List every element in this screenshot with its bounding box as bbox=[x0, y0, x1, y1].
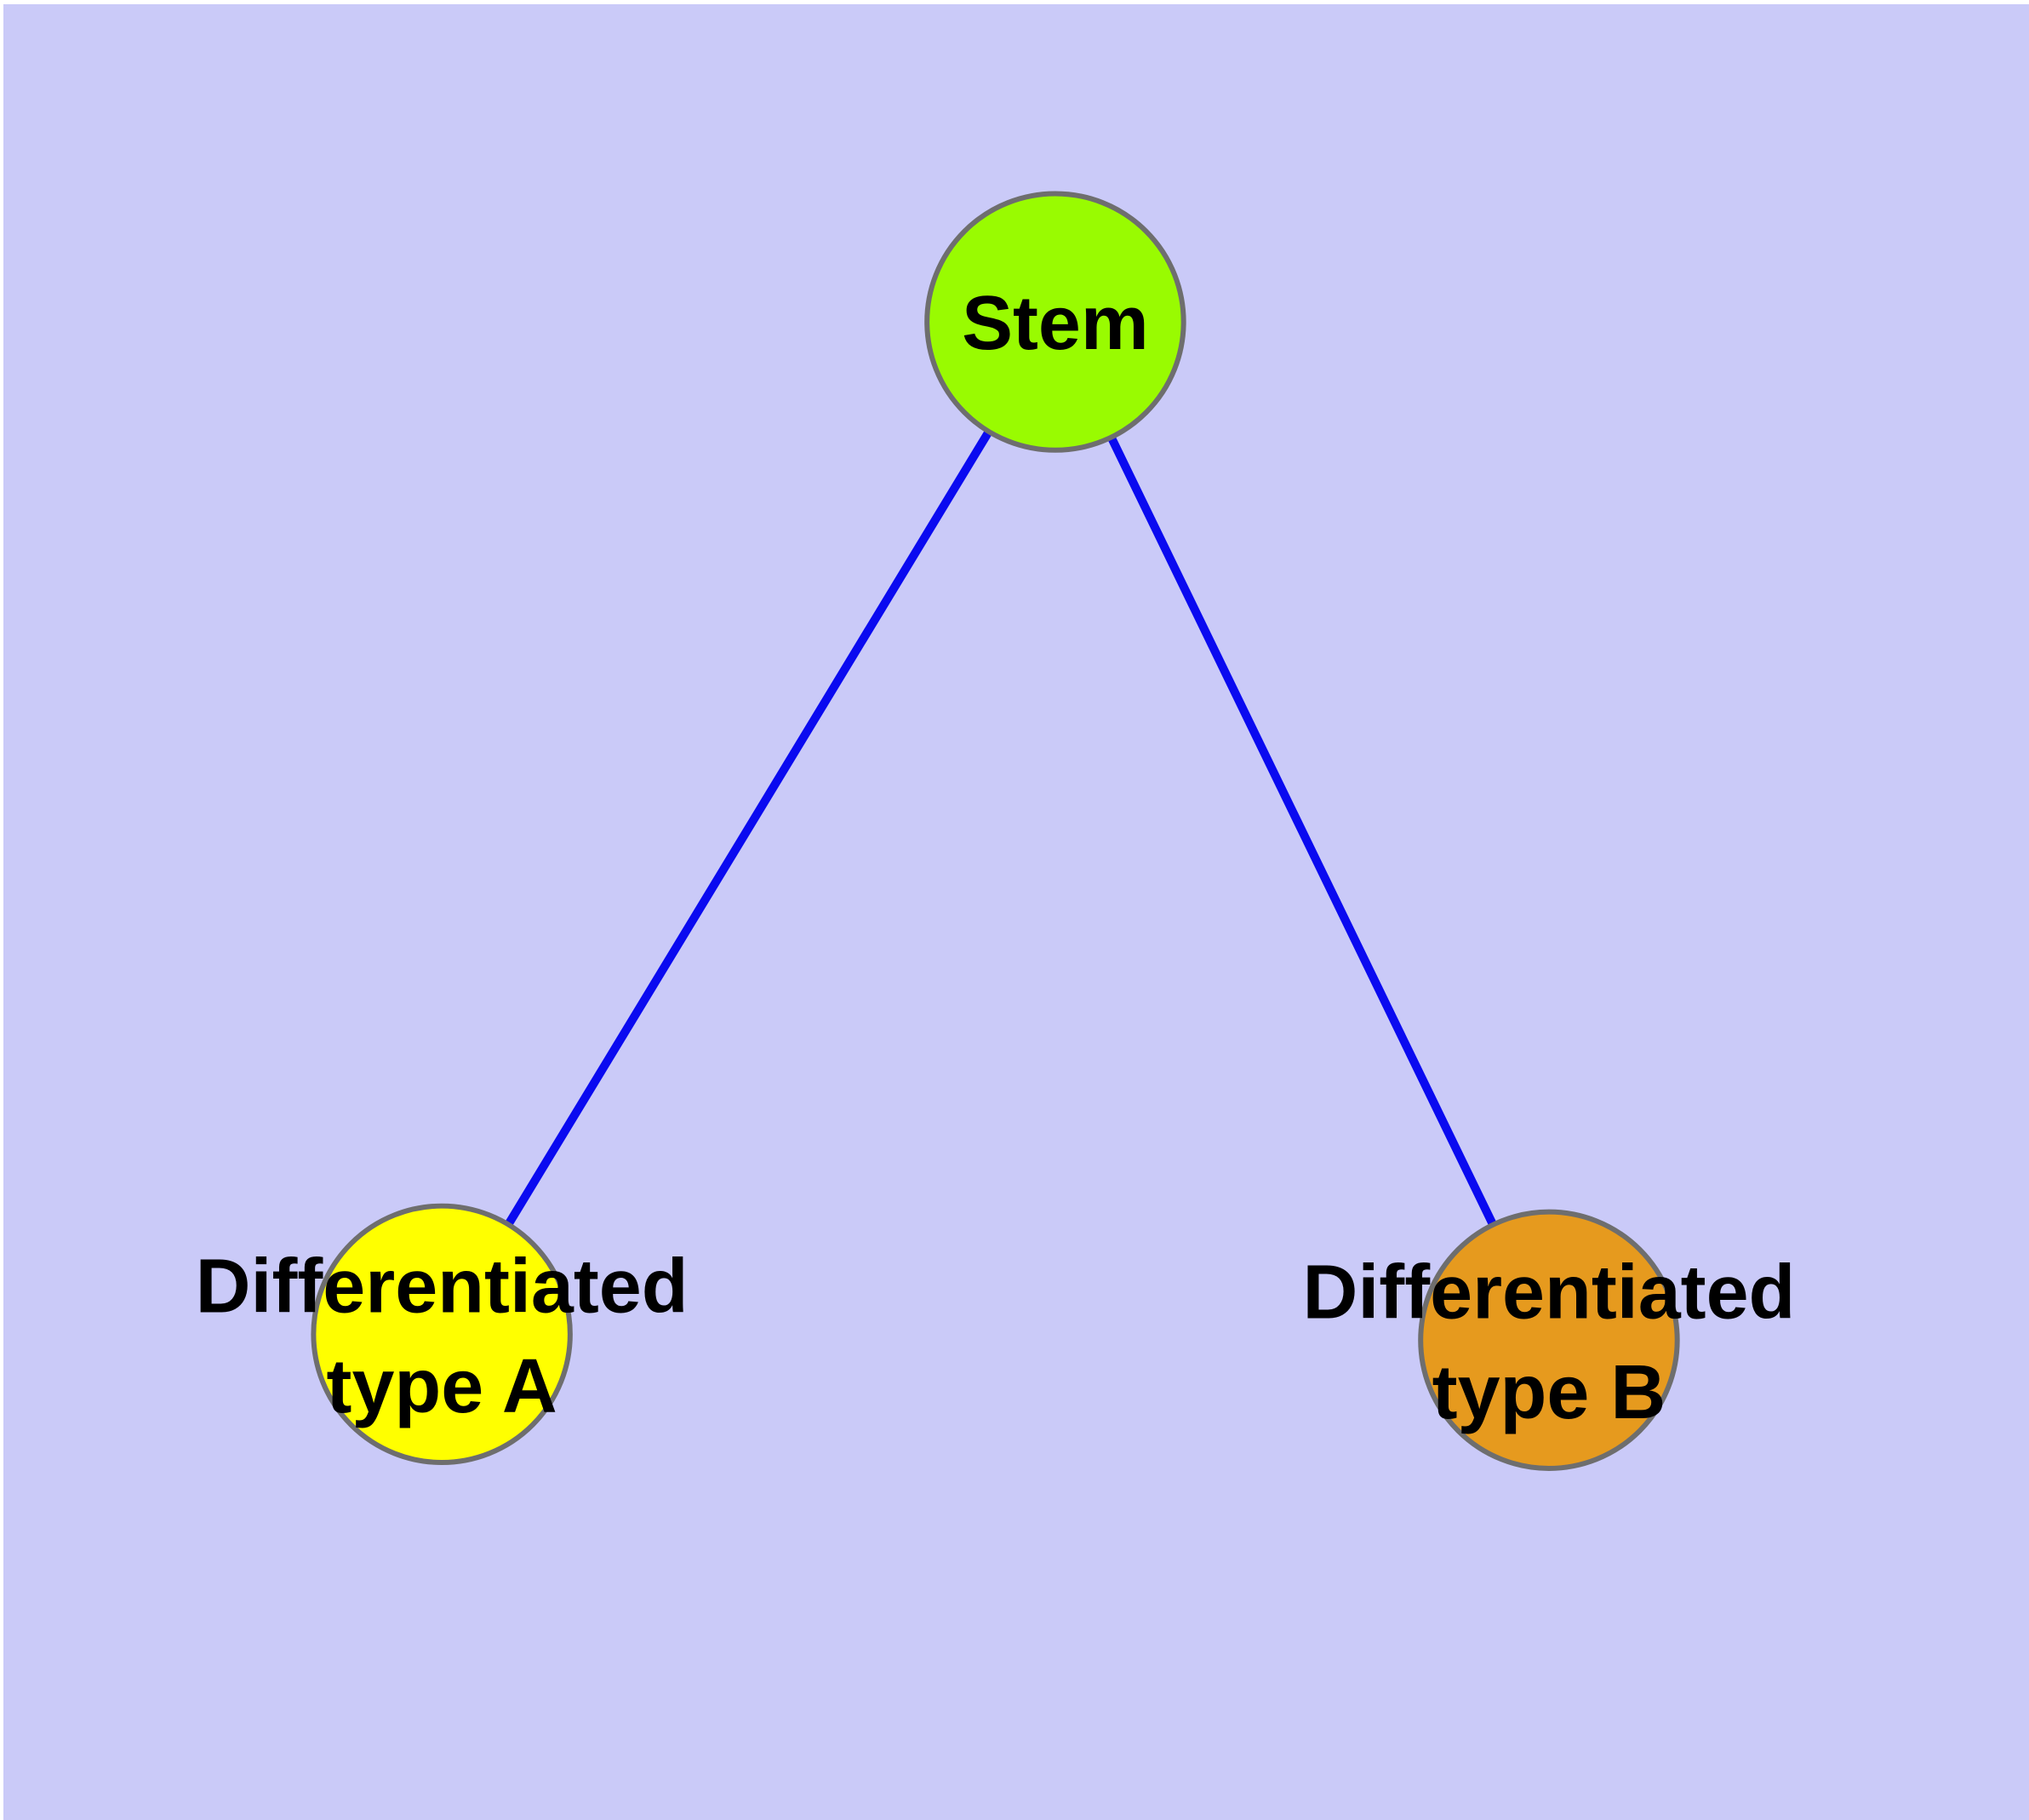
node-type-b-label-line1: Differentiated bbox=[1302, 1250, 1795, 1335]
node-differentiated-type-b bbox=[1418, 1209, 1680, 1471]
diagram-canvas: Stem Differentiated type A Differentiate… bbox=[3, 4, 2029, 1820]
node-stem-label: Stem bbox=[962, 281, 1149, 366]
node-stem bbox=[924, 191, 1186, 453]
node-type-b-label-line2: type B bbox=[1432, 1350, 1666, 1435]
stem-cell-differentiation-diagram: Stem Differentiated type A Differentiate… bbox=[3, 4, 2029, 1820]
edge-stem-to-type-b bbox=[1051, 319, 1553, 1342]
edge-stem-to-type-a bbox=[437, 319, 1060, 1336]
node-differentiated-type-a bbox=[311, 1203, 573, 1465]
node-type-a-label-line2: type A bbox=[327, 1344, 557, 1429]
node-type-a-label-line1: Differentiated bbox=[196, 1244, 689, 1329]
